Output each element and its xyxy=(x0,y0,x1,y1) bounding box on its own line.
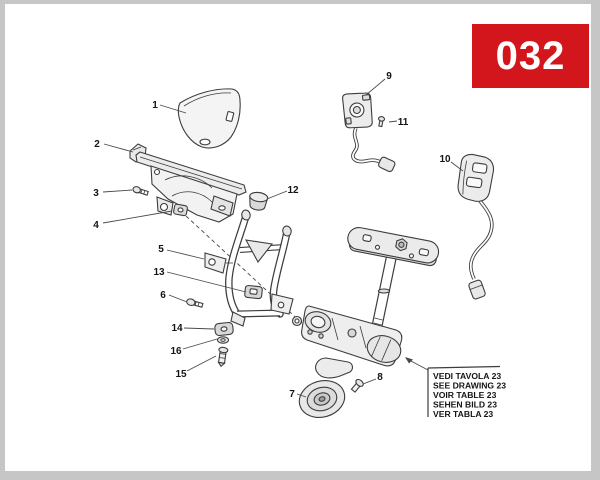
callout-8: 8 xyxy=(377,372,383,383)
callout-14: 14 xyxy=(171,323,183,334)
part-9-left-switch-illustration xyxy=(342,92,396,173)
part-10-right-switch-illustration xyxy=(457,153,495,300)
note-line-1: VEDI TAVOLA 23 xyxy=(433,371,501,381)
callout-16: 16 xyxy=(170,346,182,357)
part-11-screw-illustration xyxy=(378,116,386,128)
part-8-screw-illustration xyxy=(350,378,364,393)
part-16-washer-illustration xyxy=(216,336,230,344)
note-line-2: SEE DRAWING 23 xyxy=(433,381,506,391)
callout-6: 6 xyxy=(160,290,166,301)
part-2-instrument-cluster-illustration xyxy=(129,143,247,223)
part-12-grommet-illustration xyxy=(249,191,269,211)
callout-13: 13 xyxy=(153,267,165,278)
callout-9: 9 xyxy=(386,71,392,82)
callout-2: 2 xyxy=(94,139,100,150)
steering-assembly-illustration xyxy=(301,226,440,367)
callout-11: 11 xyxy=(398,117,409,128)
note-line-3: VOIR TABLE 23 xyxy=(433,390,497,400)
part-7-horn-illustration xyxy=(298,357,353,418)
page-number-badge: 032 xyxy=(472,24,589,88)
page-number: 032 xyxy=(495,33,566,78)
part-5-support-bracket-illustration xyxy=(204,209,303,327)
callout-1: 1 xyxy=(152,100,158,111)
callout-3: 3 xyxy=(93,188,99,199)
callout-12: 12 xyxy=(287,185,299,196)
callout-5: 5 xyxy=(158,244,164,255)
part-13-rubber-mount-illustration xyxy=(244,284,263,300)
reference-note: VEDI TAVOLA 23 SEE DRAWING 23 VOIR TABLE… xyxy=(405,357,506,419)
note-line-5: VER TABLA 23 xyxy=(433,409,493,419)
note-leader-arrowhead xyxy=(405,357,413,364)
part-15-screw-illustration xyxy=(217,346,229,368)
part-1-cover-illustration xyxy=(177,88,241,149)
part-14-rubber-pad-illustration xyxy=(214,321,234,337)
part-3-screw-illustration xyxy=(132,186,149,196)
callout-10: 10 xyxy=(439,154,451,165)
callout-7: 7 xyxy=(289,389,295,400)
part-4-grommet-illustration xyxy=(173,203,188,217)
note-line-4: SEHEN BILD 23 xyxy=(433,400,497,410)
callout-15: 15 xyxy=(175,369,187,380)
leader-lines xyxy=(102,78,464,398)
part-6-screw-illustration xyxy=(186,298,204,308)
callout-4: 4 xyxy=(93,220,99,231)
